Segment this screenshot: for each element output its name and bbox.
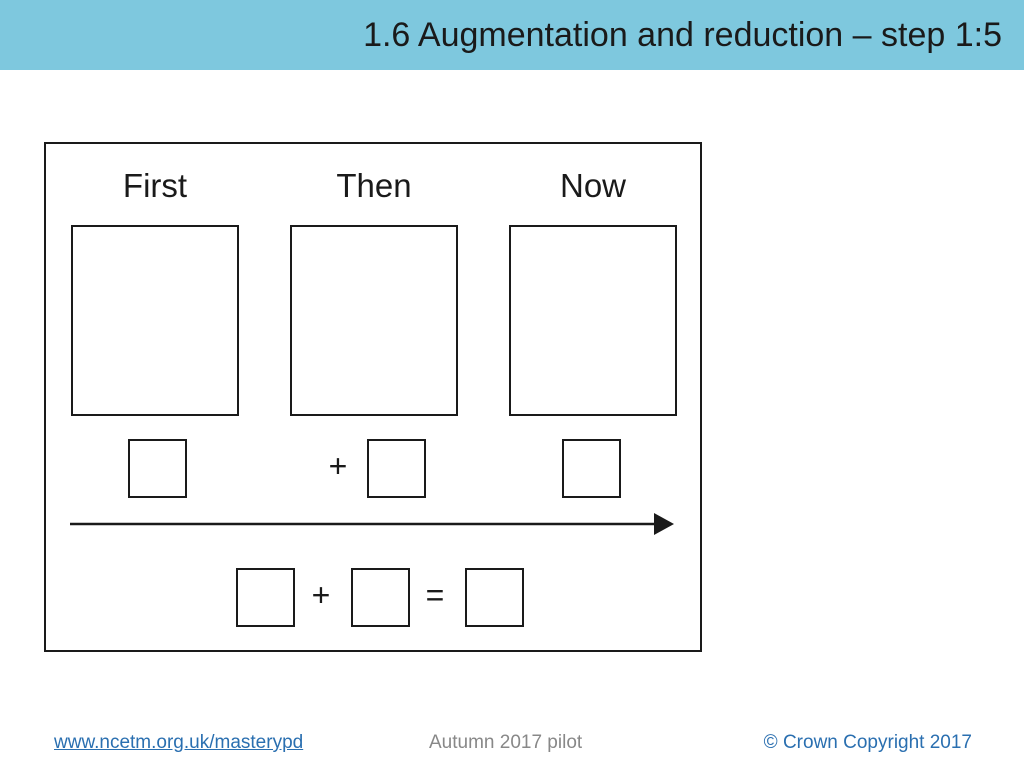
ncetm-link[interactable]: www.ncetm.org.uk/masterypd bbox=[54, 732, 304, 753]
slide-title: 1.6 Augmentation and reduction – step 1:… bbox=[363, 16, 1002, 54]
first-picture-box bbox=[71, 225, 239, 416]
label-then: Then bbox=[336, 167, 412, 204]
equation-addend-1-box bbox=[236, 568, 295, 627]
title-banner: 1.6 Augmentation and reduction – step 1:… bbox=[0, 0, 1024, 70]
label-first: First bbox=[122, 167, 188, 204]
copyright-notice: © Crown Copyright 2017 bbox=[763, 732, 972, 753]
equation-equals-sign: = bbox=[425, 577, 445, 613]
now-number-box bbox=[562, 439, 621, 498]
label-now: Now bbox=[559, 167, 627, 204]
first-number-box bbox=[128, 439, 187, 498]
equation-sum-box bbox=[465, 568, 524, 627]
then-plus-sign: + bbox=[328, 448, 348, 484]
now-picture-box bbox=[509, 225, 677, 416]
equation-plus-sign: + bbox=[311, 577, 331, 613]
equation-addend-2-box bbox=[351, 568, 410, 627]
time-arrow bbox=[70, 513, 674, 535]
pilot-label: Autumn 2017 pilot bbox=[429, 732, 583, 753]
then-picture-box bbox=[290, 225, 458, 416]
then-number-box bbox=[367, 439, 426, 498]
first-then-now-diagram: First Then Now + + = bbox=[44, 142, 702, 652]
